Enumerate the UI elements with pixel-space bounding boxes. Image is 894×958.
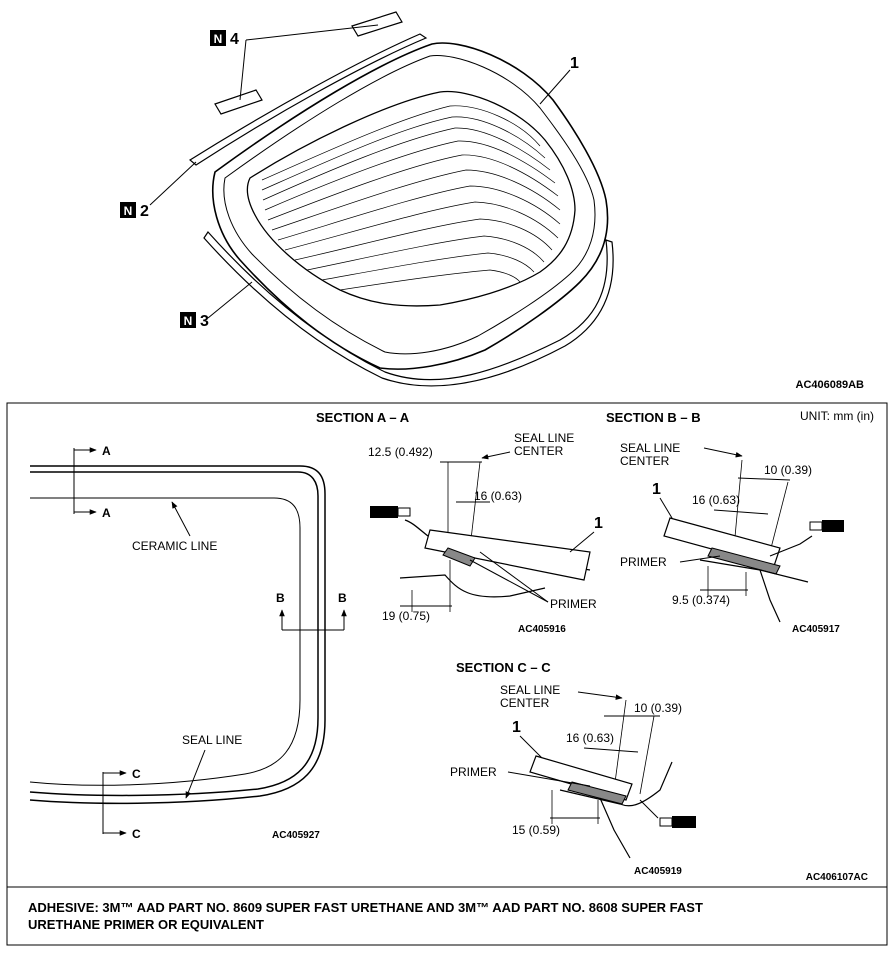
callout-4: N 4: [210, 30, 239, 48]
section-aa-primer: PRIMER: [550, 597, 597, 611]
section-aa-dim-1: 12.5 (0.492): [368, 445, 433, 459]
top-leaders: [149, 24, 571, 319]
section-bb-callout: 1: [652, 481, 661, 498]
section-aa-dim-3: 19 (0.75): [382, 609, 430, 623]
ceramic-line-label: CERAMIC LINE: [132, 539, 217, 553]
adhesive-note-line-1: ADHESIVE: 3M™ AAD PART NO. 8609 SUPER FA…: [28, 900, 703, 915]
section-bb-dim-2: 16 (0.63): [692, 493, 740, 507]
section-cc-primer: PRIMER: [450, 765, 497, 779]
lower-moulding: [203, 231, 614, 387]
marker-a-bottom: A: [102, 506, 111, 520]
section-bb-title: SECTION B – B: [606, 410, 701, 425]
section-bb-dim-3: 9.5 (0.374): [672, 593, 730, 607]
unit-note: UNIT: mm (in): [800, 409, 874, 423]
section-cc-center: CENTER: [500, 696, 550, 710]
note-badge-3: [180, 312, 196, 328]
section-aa-dim-2: 16 (0.63): [474, 489, 522, 503]
section-bb-seal-line: SEAL LINE: [620, 441, 680, 455]
upper-moulding: [188, 33, 428, 166]
section-bb-primer: PRIMER: [620, 555, 667, 569]
overview-glass-edge: [29, 465, 326, 805]
section-bb-center: CENTER: [620, 454, 670, 468]
seal-line-label: SEAL LINE: [182, 733, 242, 747]
overview-glass-edge-inner: [29, 471, 319, 797]
lower-figure-code: AC406107AC: [806, 872, 868, 883]
section-aa-seal-line: SEAL LINE: [514, 431, 574, 445]
top-figure-code: AC406089AB: [796, 379, 865, 391]
spacer-tape-1: [214, 89, 263, 115]
section-aa-title: SECTION A – A: [316, 410, 410, 425]
section-cc-dim-2: 16 (0.63): [566, 731, 614, 745]
section-bb: SECTION B – B SEAL LINE CENTER 10 (0.39)…: [606, 410, 844, 635]
marker-a-top: A: [102, 444, 111, 458]
callout-2: N 2: [120, 202, 149, 220]
spacer-tape-2: [351, 11, 403, 37]
note-badge-letter-2: N: [124, 204, 133, 218]
note-badge-letter-3: N: [184, 314, 193, 328]
section-bb-dim-1: 10 (0.39): [764, 463, 812, 477]
section-aa-figure-code: AC405916: [518, 624, 566, 635]
section-cc-callout: 1: [512, 719, 521, 736]
section-cc-dim-1: 10 (0.39): [634, 701, 682, 715]
note-badge-4: [210, 30, 226, 46]
note-badge-letter-4: N: [214, 32, 223, 46]
callout-2-number: 2: [140, 203, 149, 220]
defroster-lines: [261, 105, 561, 291]
lower-panel-frame: [6, 402, 888, 946]
note-badge-2: [120, 202, 136, 218]
top-figure: N 4 1 N 2 N 3 AC406089AB: [120, 11, 865, 391]
section-cc: SECTION C – C SEAL LINE CENTER 10 (0.39)…: [450, 660, 696, 877]
section-cc-title: SECTION C – C: [456, 660, 551, 675]
overview-ceramic-line: [29, 497, 301, 786]
marker-c-bottom: C: [132, 827, 141, 841]
marker-b-left: B: [276, 591, 285, 605]
glass-inner-edge: [223, 54, 596, 355]
marker-c-top: C: [132, 767, 141, 781]
section-cc-seal-line: SEAL LINE: [500, 683, 560, 697]
callout-4-number: 4: [230, 31, 239, 48]
adhesive-note-line-2: URETHANE PRIMER OR EQUIVALENT: [28, 917, 264, 932]
overview-figure: A A B B C C CERAMIC LINE SEAL LINE AC405…: [29, 444, 347, 841]
section-bb-figure-code: AC405917: [792, 624, 840, 635]
callout-1-number: 1: [570, 55, 579, 72]
section-aa-callout: 1: [594, 515, 603, 532]
section-aa: SECTION A – A SEAL LINE CENTER 12.5 (0.4…: [316, 410, 603, 635]
callout-1: 1: [570, 55, 579, 72]
callout-3: N 3: [180, 312, 209, 330]
section-cc-dim-3: 15 (0.59): [512, 823, 560, 837]
overview-figure-code: AC405927: [272, 830, 320, 841]
marker-b-right: B: [338, 591, 347, 605]
section-cc-figure-code: AC405919: [634, 866, 682, 877]
callout-3-number: 3: [200, 313, 209, 330]
section-aa-center: CENTER: [514, 444, 564, 458]
